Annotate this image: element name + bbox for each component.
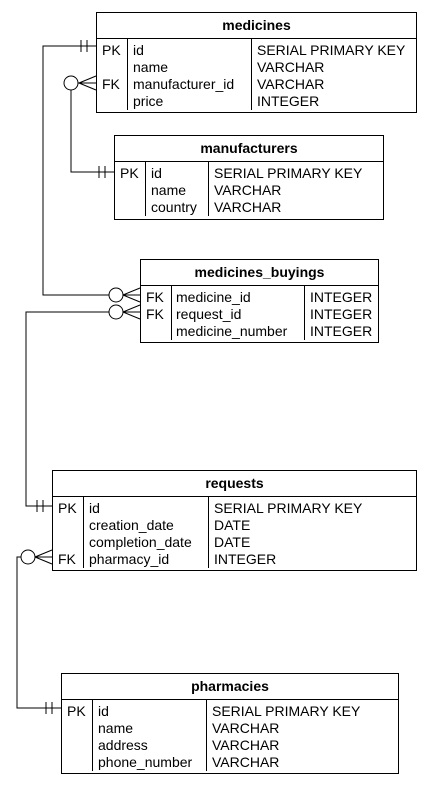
column-type: VARCHAR [257, 59, 325, 75]
column-name: completion_date [89, 534, 192, 550]
column-type: INTEGER [214, 551, 277, 567]
table-row: completion_date DATE [53, 534, 416, 551]
table-row: phone_number VARCHAR [62, 754, 398, 771]
column-type: VARCHAR [212, 720, 280, 736]
key-label: FK [102, 76, 120, 92]
column-type: INTEGER [310, 289, 373, 305]
column-type: INTEGER [310, 323, 373, 339]
table-row: address VARCHAR [62, 737, 398, 754]
column-name: id [133, 42, 144, 58]
key-label: FK [146, 306, 164, 322]
entity-title: medicines [97, 13, 416, 39]
table-row: price INTEGER [97, 93, 416, 110]
relationship-buyings-requests [25, 304, 141, 512]
key-label: FK [58, 551, 76, 567]
table-row: PK id SERIAL PRIMARY KEY [115, 165, 383, 182]
table-row: FK manufacturer_id VARCHAR [97, 76, 416, 93]
column-name: phone_number [98, 754, 193, 770]
entity-title: requests [53, 471, 416, 497]
table-row: PK id SERIAL PRIMARY KEY [97, 42, 416, 59]
key-label: PK [58, 500, 77, 516]
column-name: price [133, 93, 164, 109]
entity-medicines: medicines PK id SERIAL PRIMARY KEY name … [96, 12, 417, 113]
table-row: name VARCHAR [97, 59, 416, 76]
relationship-buyings-medicines [42, 40, 141, 303]
table-row: PK id SERIAL PRIMARY KEY [53, 500, 416, 517]
column-type: SERIAL PRIMARY KEY [214, 500, 363, 516]
column-name: pharmacy_id [89, 551, 170, 567]
column-name: id [98, 703, 109, 719]
column-name: name [98, 720, 134, 736]
key-label: PK [102, 42, 121, 58]
key-label: PK [67, 703, 86, 719]
column-type: DATE [214, 534, 251, 550]
entity-manufacturers: manufacturers PK id SERIAL PRIMARY KEY n… [114, 135, 384, 220]
column-name: address [98, 737, 148, 753]
column-type: DATE [214, 517, 251, 533]
column-name: medicine_number [176, 323, 288, 339]
table-row: PK id SERIAL PRIMARY KEY [62, 703, 398, 720]
column-name: id [151, 165, 162, 181]
column-type: INTEGER [257, 93, 320, 109]
entity-title: manufacturers [115, 136, 383, 162]
key-label: FK [146, 289, 164, 305]
entity-pharmacies: pharmacies PK id SERIAL PRIMARY KEY name… [61, 673, 399, 774]
entity-title: medicines_buyings [141, 260, 378, 286]
column-type: INTEGER [310, 306, 373, 322]
column-name: medicine_id [176, 289, 251, 305]
table-row: FK request_id INTEGER [141, 306, 378, 323]
table-row: name VARCHAR [62, 720, 398, 737]
column-name: creation_date [89, 517, 174, 533]
table-row: name VARCHAR [115, 182, 383, 199]
entity-title: pharmacies [62, 674, 398, 700]
entity-requests: requests PK id SERIAL PRIMARY KEY creati… [52, 470, 417, 571]
column-name: name [151, 182, 187, 198]
column-type: VARCHAR [257, 76, 325, 92]
column-name: manufacturer_id [133, 76, 235, 92]
table-row: medicine_number INTEGER [141, 323, 378, 340]
column-type: VARCHAR [212, 754, 280, 770]
entity-medicines-buyings: medicines_buyings FK medicine_id INTEGER… [140, 259, 379, 343]
column-name: request_id [176, 306, 242, 322]
column-type: SERIAL PRIMARY KEY [212, 703, 361, 719]
column-name: id [89, 500, 100, 516]
column-type: VARCHAR [214, 199, 282, 215]
column-name: name [133, 59, 169, 75]
table-row: FK medicine_id INTEGER [141, 289, 378, 306]
relationship-requests-pharmacies [16, 549, 61, 714]
key-label: PK [120, 165, 139, 181]
relationship-medicines-manufacturers [63, 75, 114, 178]
column-type: SERIAL PRIMARY KEY [257, 42, 406, 58]
column-name: country [151, 199, 197, 215]
table-row: creation_date DATE [53, 517, 416, 534]
column-type: VARCHAR [212, 737, 280, 753]
table-row: country VARCHAR [115, 199, 383, 216]
column-type: VARCHAR [214, 182, 282, 198]
column-type: SERIAL PRIMARY KEY [214, 165, 363, 181]
table-row: FK pharmacy_id INTEGER [53, 551, 416, 568]
